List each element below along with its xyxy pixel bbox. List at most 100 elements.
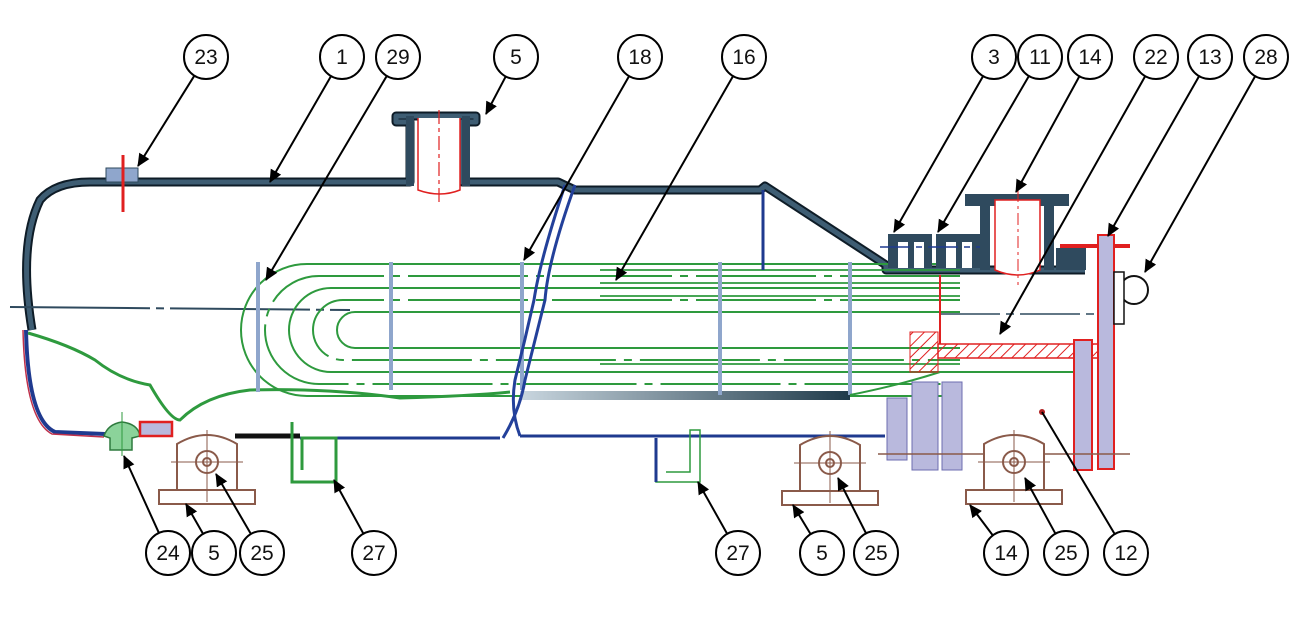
callout-number: 5 bbox=[816, 542, 828, 565]
callout-circle bbox=[375, 34, 421, 80]
flange-nozzles bbox=[880, 190, 1130, 285]
callout-5: 5 bbox=[485, 34, 539, 115]
callout-leader bbox=[1144, 75, 1257, 273]
saddle-support bbox=[965, 430, 1063, 505]
callout-22: 22 bbox=[999, 34, 1179, 335]
callout-leader bbox=[792, 504, 812, 535]
u-tube bbox=[288, 287, 960, 373]
callout-12: 12 bbox=[1041, 411, 1149, 576]
callout-number: 22 bbox=[1144, 46, 1167, 69]
callout-circle bbox=[983, 530, 1029, 576]
top-nozzle-wall-right bbox=[462, 116, 470, 186]
callout-circle bbox=[183, 34, 229, 80]
vent-nozzle bbox=[105, 155, 139, 212]
callout-1: 1 bbox=[269, 34, 365, 183]
u-tube bbox=[336, 311, 960, 349]
callout-13: 13 bbox=[1107, 34, 1233, 237]
callout-11: 11 bbox=[937, 34, 1063, 233]
callout-circle bbox=[1017, 34, 1063, 80]
callout-18: 18 bbox=[523, 34, 663, 261]
baffle bbox=[520, 262, 524, 390]
callout-25: 25 bbox=[837, 477, 899, 576]
callout-24: 24 bbox=[123, 455, 191, 576]
shell-center-line bbox=[9, 306, 351, 311]
shell-outline bbox=[22, 111, 1085, 331]
callout-number: 27 bbox=[362, 542, 385, 565]
shell-bottom-left-red bbox=[22, 329, 105, 438]
callout-number: 25 bbox=[864, 542, 887, 565]
top-nozzle-wall-left bbox=[406, 116, 414, 186]
callout-leader bbox=[937, 75, 1030, 233]
callout-leader bbox=[215, 473, 252, 535]
callout-number: 14 bbox=[1078, 46, 1102, 69]
callout-leader bbox=[1015, 75, 1081, 193]
tube-bundle-bottom bbox=[520, 391, 850, 400]
callout-number: 29 bbox=[386, 46, 409, 69]
callout-leader bbox=[697, 481, 729, 535]
callout-circle bbox=[617, 34, 663, 80]
callout-23: 23 bbox=[137, 34, 229, 167]
callout-leader bbox=[185, 503, 204, 535]
callout-leader bbox=[999, 75, 1147, 335]
top-nozzle bbox=[406, 110, 470, 205]
baffle bbox=[256, 262, 260, 392]
callout-25: 25 bbox=[215, 473, 285, 576]
callout-leader bbox=[265, 75, 388, 281]
lower-left-fittings bbox=[103, 412, 174, 456]
u-tube bbox=[240, 263, 960, 397]
callout-leader bbox=[1107, 75, 1200, 237]
cover-plates bbox=[878, 234, 1149, 471]
callout-number: 25 bbox=[1054, 542, 1077, 565]
callout-circle bbox=[721, 34, 767, 80]
callout-leader bbox=[1024, 477, 1057, 535]
callout-5: 5 bbox=[185, 503, 237, 576]
callout-leader bbox=[333, 479, 365, 535]
callout-leader bbox=[485, 76, 507, 115]
callout-leader bbox=[615, 75, 734, 281]
baffle-plates bbox=[256, 262, 852, 395]
callout-3: 3 bbox=[893, 34, 1017, 233]
baffle bbox=[848, 262, 852, 395]
callout-number: 11 bbox=[1029, 46, 1051, 69]
callout-number: 18 bbox=[628, 46, 651, 69]
callout-circle bbox=[971, 34, 1017, 80]
callout-27: 27 bbox=[333, 479, 397, 576]
callout-circle bbox=[1067, 34, 1113, 80]
shell-bottom-left bbox=[24, 329, 106, 436]
break-line bbox=[501, 184, 577, 439]
callout-circle bbox=[493, 34, 539, 80]
callout-14: 14 bbox=[1015, 34, 1113, 193]
callout-28: 28 bbox=[1144, 34, 1289, 273]
callout-leader bbox=[969, 504, 994, 537]
callout-14: 14 bbox=[969, 504, 1029, 576]
callout-number: 5 bbox=[208, 542, 220, 565]
u-tube bbox=[312, 299, 960, 361]
saddle-support bbox=[781, 431, 879, 506]
callout-25: 25 bbox=[1024, 477, 1089, 576]
callout-16: 16 bbox=[615, 34, 767, 281]
callout-circle bbox=[351, 530, 397, 576]
callout-circle bbox=[1103, 530, 1149, 576]
shell-fill-line bbox=[24, 113, 1085, 331]
callout-circle bbox=[1133, 34, 1179, 80]
callout-leader bbox=[837, 477, 867, 534]
callout-circle bbox=[1043, 530, 1089, 576]
callout-circle bbox=[239, 530, 285, 576]
saddle-support bbox=[158, 430, 256, 505]
callout-circle bbox=[853, 530, 899, 576]
u-tube bbox=[264, 275, 960, 385]
callout-29: 29 bbox=[265, 34, 421, 281]
callout-number: 13 bbox=[1198, 46, 1221, 69]
callout-27: 27 bbox=[697, 481, 761, 576]
callout-leader bbox=[893, 75, 984, 233]
baffle bbox=[718, 262, 722, 395]
callout-number: 24 bbox=[156, 542, 180, 565]
callout-5: 5 bbox=[792, 504, 845, 576]
callout-number: 27 bbox=[726, 542, 749, 565]
callout-number: 25 bbox=[250, 542, 273, 565]
callout-circle bbox=[1187, 34, 1233, 80]
drain-nozzles bbox=[290, 422, 701, 484]
